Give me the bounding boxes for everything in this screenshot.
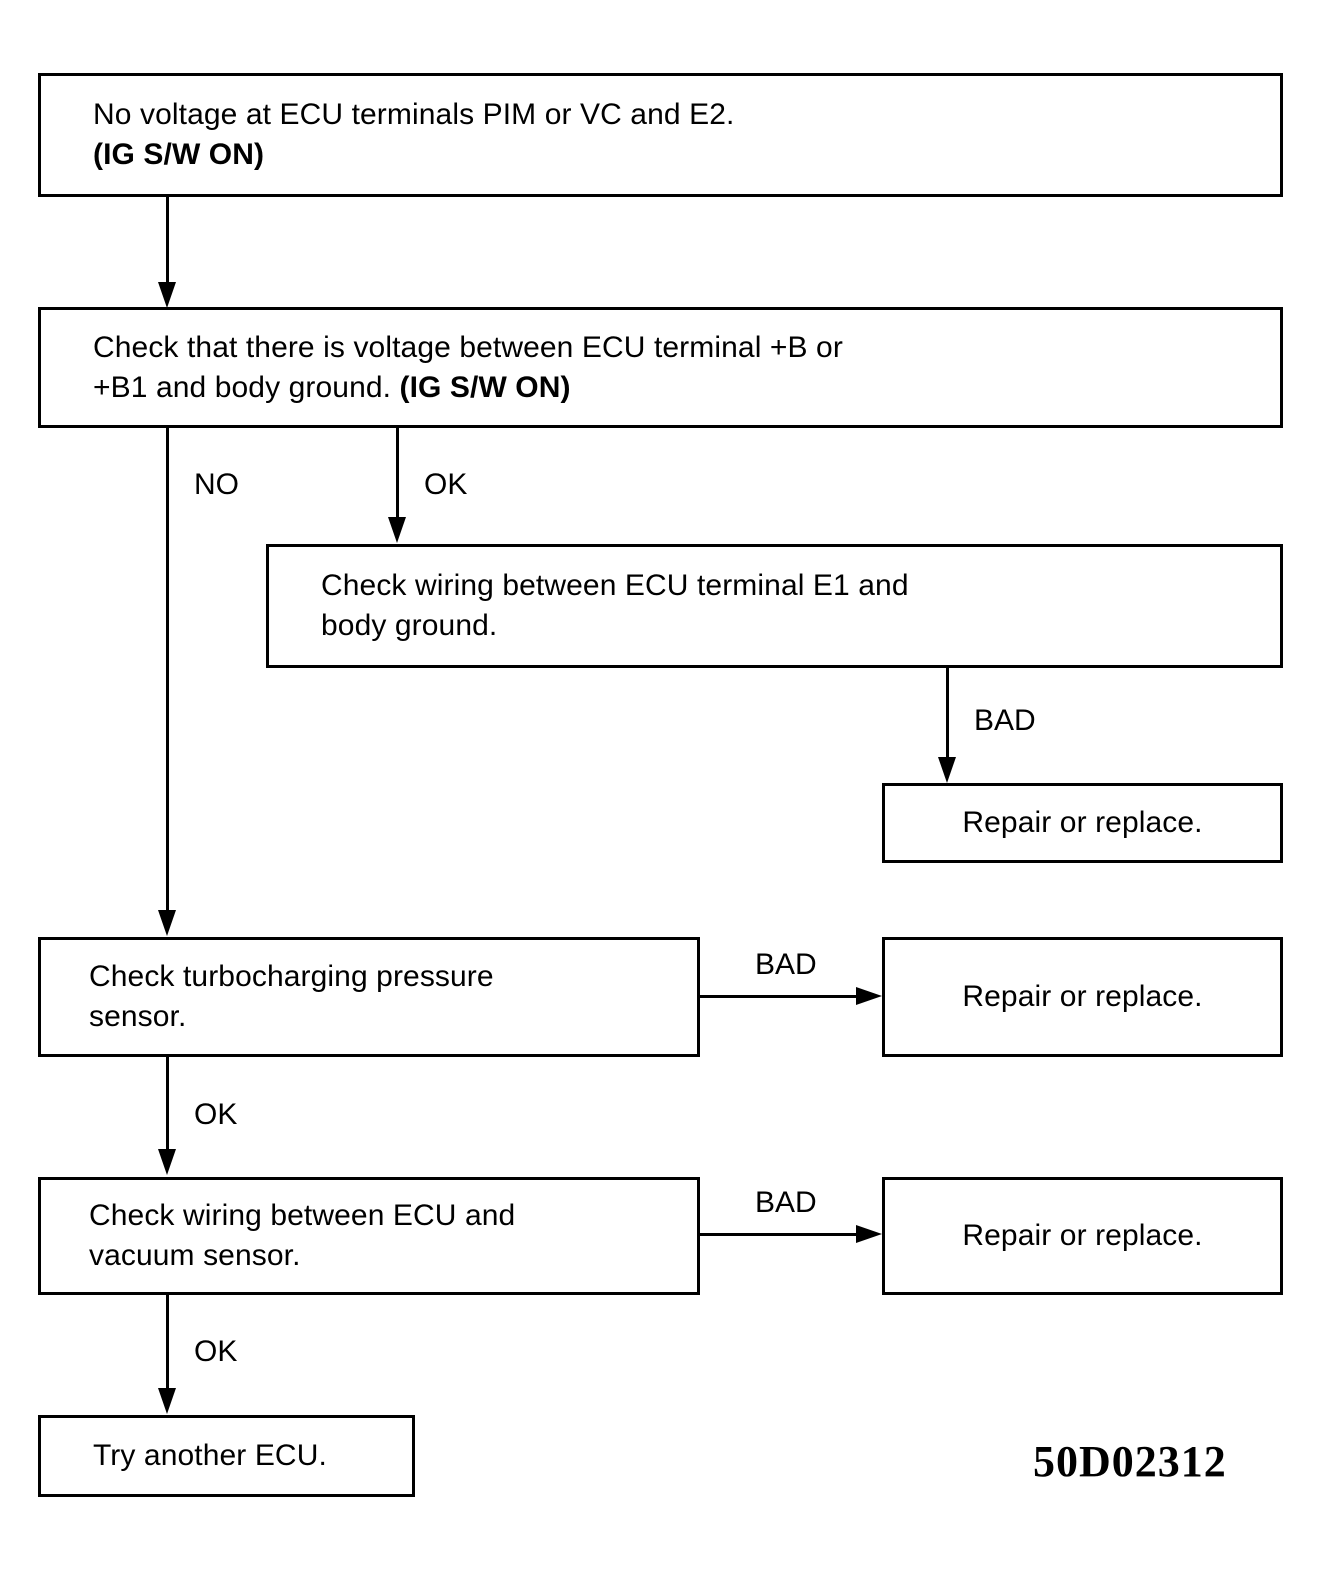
edge-ok-e1-arrowhead: [388, 517, 406, 543]
node-repair-pressure-sensor: Repair or replace.: [882, 937, 1283, 1057]
edge-label-ok-e1: OK: [424, 468, 468, 501]
node-check-vacuum-wiring: Check wiring between ECU and vacuum sens…: [38, 1177, 700, 1295]
edge-ok-e1-line: [396, 428, 399, 520]
edge-bad-pressure-line: [700, 995, 860, 998]
edge-label-bad-vacuum: BAD: [755, 1186, 817, 1219]
node-check-voltage-label: Check that there is voltage between ECU …: [93, 330, 843, 404]
edge-ok-vacuum-line: [166, 1057, 169, 1152]
node-check-pressure-sensor: Check turbocharging pressure sensor.: [38, 937, 700, 1057]
edge-start-to-check-voltage-arrowhead: [158, 282, 176, 308]
edge-label-bad-e1: BAD: [974, 704, 1036, 737]
edge-bad-e1-line: [946, 668, 949, 760]
edge-label-ok-vacuum: OK: [194, 1098, 238, 1131]
node-check-pressure-sensor-label: Check turbocharging pressure sensor.: [89, 960, 494, 1033]
reference-code: 50D02312: [1033, 1437, 1227, 1486]
edge-no-arrowhead: [158, 910, 176, 936]
edge-bad-vacuum-line: [700, 1233, 860, 1236]
edge-ok-try-ecu-line: [166, 1295, 169, 1390]
edge-no-line: [166, 428, 169, 913]
node-repair-e1-label: Repair or replace.: [962, 806, 1203, 840]
node-start-bold-note: (IG S/W ON): [93, 138, 265, 171]
edge-bad-vacuum-arrowhead: [856, 1225, 882, 1243]
node-check-e1-wiring: Check wiring between ECU terminal E1 and…: [266, 544, 1283, 668]
node-try-another-ecu: Try another ECU.: [38, 1415, 415, 1497]
node-check-voltage-bold-note: (IG S/W ON): [399, 370, 571, 404]
edge-bad-e1-arrowhead: [938, 757, 956, 783]
node-check-e1-wiring-label: Check wiring between ECU terminal E1 and…: [321, 569, 909, 642]
node-check-voltage: Check that there is voltage between ECU …: [38, 307, 1283, 428]
node-start-label: No voltage at ECU terminals PIM or VC an…: [93, 98, 735, 171]
node-try-another-ecu-label: Try another ECU.: [93, 1439, 327, 1473]
node-repair-vacuum-wiring-label: Repair or replace.: [962, 1219, 1203, 1253]
edge-ok-try-ecu-arrowhead: [158, 1388, 176, 1414]
node-start: No voltage at ECU terminals PIM or VC an…: [38, 73, 1283, 197]
edge-ok-vacuum-arrowhead: [158, 1149, 176, 1175]
node-repair-pressure-sensor-label: Repair or replace.: [962, 980, 1203, 1014]
edge-start-to-check-voltage-line: [166, 197, 169, 287]
edge-bad-pressure-arrowhead: [856, 987, 882, 1005]
node-check-vacuum-wiring-label: Check wiring between ECU and vacuum sens…: [89, 1199, 516, 1272]
edge-label-ok-try-ecu: OK: [194, 1335, 238, 1368]
edge-label-no: NO: [194, 468, 239, 501]
node-repair-vacuum-wiring: Repair or replace.: [882, 1177, 1283, 1295]
edge-label-bad-pressure: BAD: [755, 948, 817, 981]
node-repair-e1: Repair or replace.: [882, 783, 1283, 863]
